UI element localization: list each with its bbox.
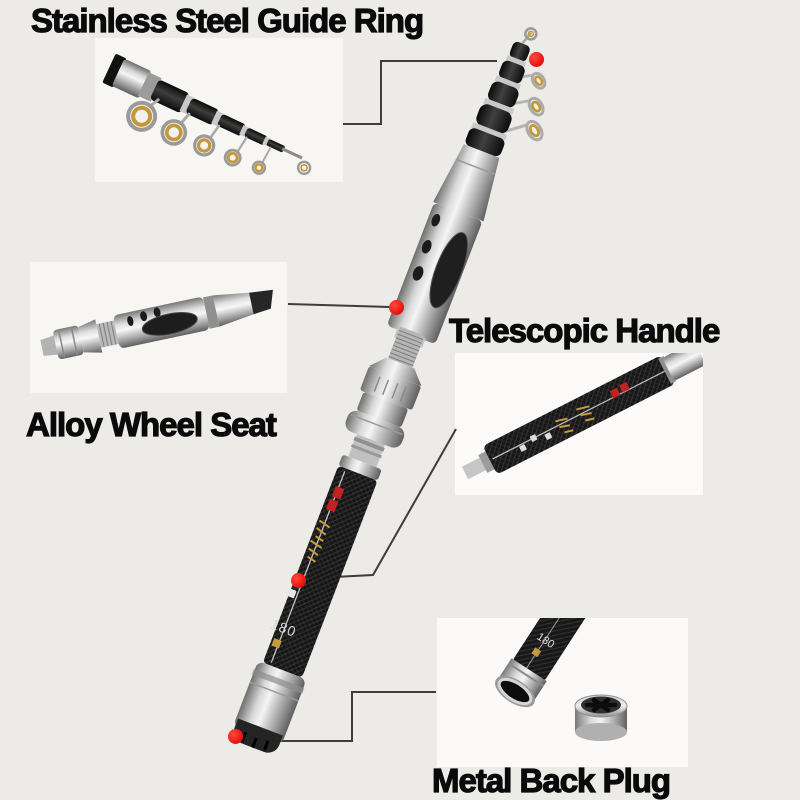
plug-cap bbox=[574, 694, 628, 741]
back-plug-illustration: 180 bbox=[495, 618, 628, 741]
handle-red-print bbox=[331, 486, 345, 500]
handle-illustration bbox=[461, 353, 703, 480]
red-print-marks bbox=[609, 387, 621, 399]
marker-dot-back-plug bbox=[228, 729, 243, 744]
marker-dot-guide-ring bbox=[529, 52, 544, 67]
wheel-seat-illustration bbox=[40, 289, 273, 360]
rod-cone-collar bbox=[433, 144, 500, 222]
gold-print-marks bbox=[555, 405, 595, 434]
callout-line-wheel-seat bbox=[287, 303, 390, 308]
collapsed-rod-end-cap bbox=[102, 54, 126, 87]
rod-tip-guides bbox=[497, 71, 547, 142]
rod-length-marking: 180 bbox=[268, 616, 298, 640]
seat-front-tip bbox=[249, 289, 273, 315]
label-telescopic-handle: Telescopic Handle bbox=[448, 311, 721, 349]
guide-rings-illustration bbox=[102, 54, 312, 176]
callout-line-guide-ring bbox=[343, 60, 497, 125]
label-wheel-seat: Alloy Wheel Seat bbox=[25, 405, 277, 443]
inset-photo-handle bbox=[455, 353, 703, 495]
plug-star-pattern bbox=[584, 697, 618, 713]
handle-gold-print bbox=[307, 519, 331, 563]
gold-guide-rings bbox=[126, 98, 272, 175]
callout-line-back-plug bbox=[243, 691, 436, 742]
seat-grip-oval bbox=[141, 312, 198, 336]
open-butt-tube: 180 bbox=[495, 618, 595, 708]
label-back-plug: Metal Back Plug bbox=[431, 761, 671, 799]
marker-dot-handle bbox=[291, 573, 306, 588]
handle-end-cap bbox=[663, 353, 703, 380]
marker-dot-wheel-seat bbox=[389, 300, 404, 315]
inset-photo-guide-rings bbox=[95, 38, 343, 182]
rod-carbon-handle: 180 bbox=[263, 455, 382, 677]
tip-loop bbox=[296, 160, 312, 176]
callout-line-handle bbox=[313, 428, 457, 579]
rod-locking-collars bbox=[345, 326, 426, 468]
rod-tip-loop bbox=[524, 27, 538, 41]
inset-photo-back-plug: 180 bbox=[437, 618, 688, 767]
tube-opening bbox=[497, 677, 533, 706]
label-guide-ring: Stainless Steel Guide Ring bbox=[30, 1, 424, 39]
collapsed-rod-ferrule bbox=[112, 59, 151, 98]
inset-photo-wheel-seat bbox=[30, 262, 287, 393]
